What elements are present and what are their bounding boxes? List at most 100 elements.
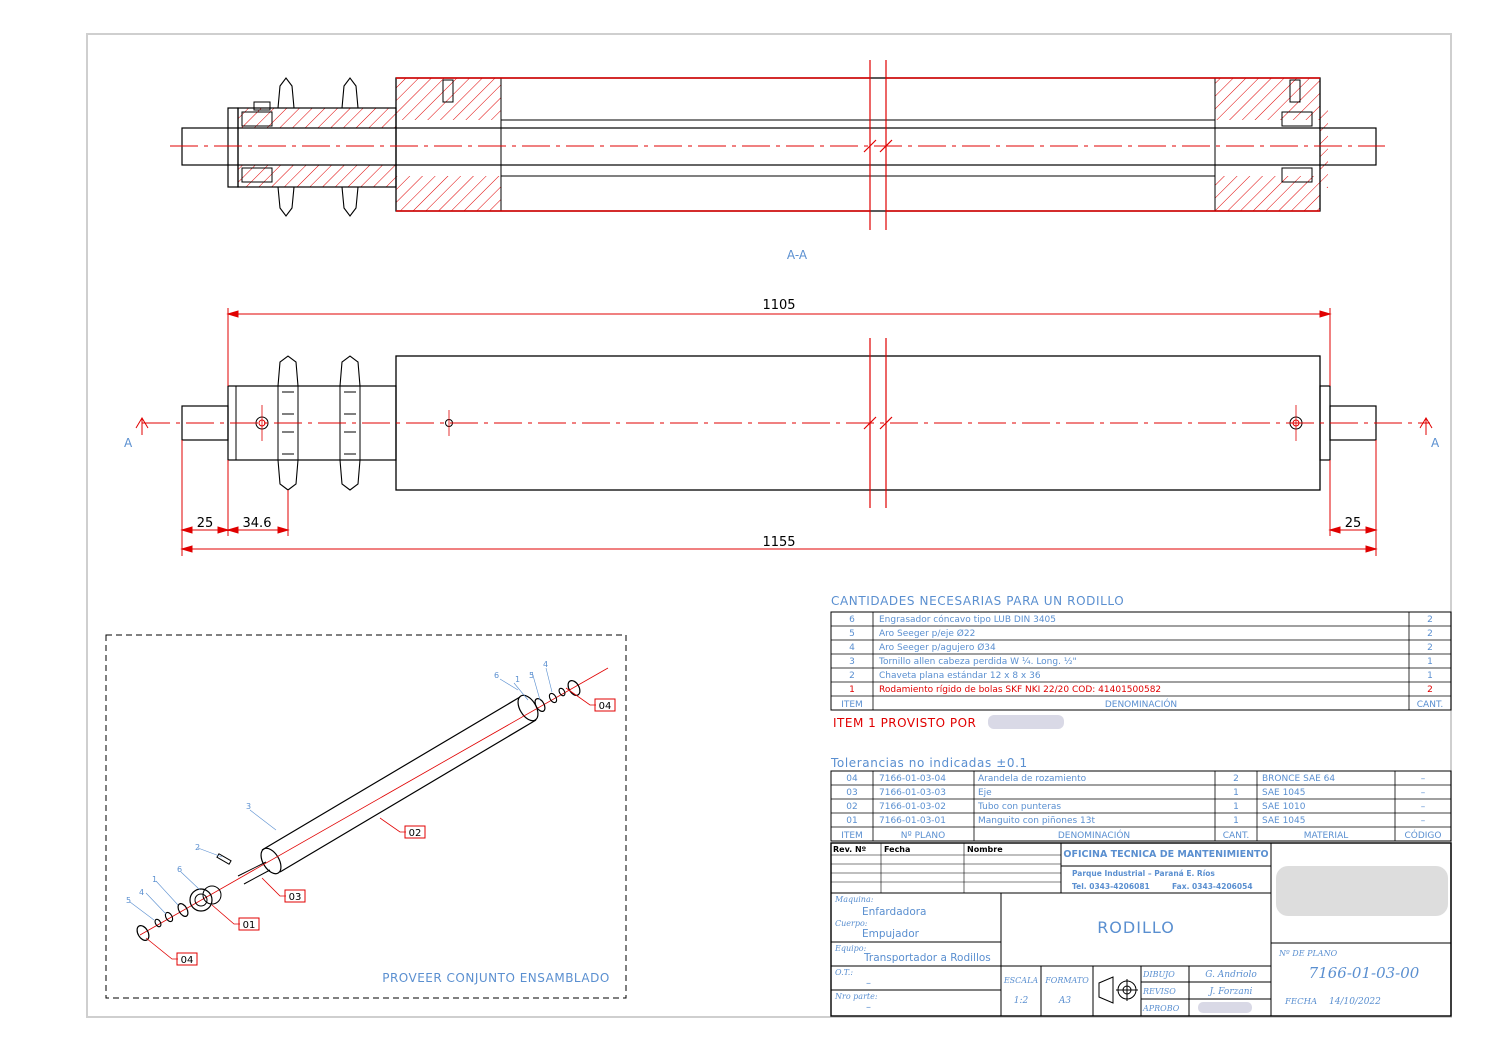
office-name: OFICINA TECNICA DE MANTENIMIENTO: [1063, 849, 1268, 860]
formato-value: A3: [1058, 996, 1071, 1006]
svg-text:04: 04: [599, 701, 612, 712]
svg-text:SAE 1010: SAE 1010: [1262, 802, 1306, 812]
svg-text:Aro Seeger p/eje Ø22: Aro Seeger p/eje Ø22: [879, 628, 975, 639]
svg-text:2: 2: [1233, 774, 1239, 784]
dim-25-right: 25: [1345, 516, 1362, 531]
nro-plano-value: 7166-01-03-00: [1309, 964, 1420, 982]
exploded-view: [129, 667, 609, 960]
svg-text:2: 2: [1427, 615, 1433, 625]
svg-text:Eje: Eje: [978, 788, 992, 798]
exploded-note: PROVEER CONJUNTO ENSAMBLADO: [382, 971, 610, 985]
balloon-04-bottom: 04: [176, 952, 198, 966]
title-block: [830, 842, 1452, 1017]
redacted-aprobo: [1198, 1002, 1252, 1013]
rev-header-fecha: Fecha: [884, 845, 910, 854]
quantities-table: [830, 611, 1452, 711]
svg-text:1: 1: [1427, 671, 1433, 681]
parts-rows: 04 7166-01-03-04 Arandela de rozamiento …: [841, 774, 1441, 841]
balloon-04-top: 04: [594, 698, 616, 712]
rev-header-nombre: Nombre: [967, 845, 1003, 854]
svg-text:CÓDIGO: CÓDIGO: [1404, 829, 1441, 841]
svg-text:2: 2: [195, 843, 200, 852]
svg-text:5: 5: [126, 896, 131, 905]
dim-1105: 1105: [762, 298, 795, 313]
svg-text:04: 04: [846, 774, 858, 784]
office-fax: Fax. 0343-4206054: [1172, 882, 1253, 891]
svg-text:–: –: [1421, 774, 1426, 784]
svg-text:03: 03: [846, 788, 857, 798]
quantities-title: CANTIDADES NECESARIAS PARA UN RODILLO: [831, 594, 1124, 608]
rev-header-rev: Rev. Nº: [833, 845, 867, 854]
parts-title: Tolerancias no indicadas ±0.1: [830, 756, 1028, 770]
drawing-title: RODILLO: [1097, 918, 1175, 937]
svg-text:7166-01-03-02: 7166-01-03-02: [879, 802, 946, 812]
svg-text:4: 4: [543, 660, 548, 669]
redacted-logo: [1276, 866, 1448, 916]
dibujo-label: DIBUJO: [1142, 970, 1175, 979]
svg-text:SAE 1045: SAE 1045: [1262, 816, 1306, 826]
ot-value: –: [866, 978, 871, 989]
svg-text:7166-01-03-03: 7166-01-03-03: [879, 788, 946, 798]
svg-text:Nº PLANO: Nº PLANO: [901, 831, 945, 841]
svg-text:5: 5: [849, 629, 855, 639]
dim-1155: 1155: [762, 535, 795, 550]
svg-text:CANT.: CANT.: [1417, 700, 1443, 710]
aprobo-label: APROBO: [1142, 1004, 1180, 1013]
svg-text:2: 2: [1427, 629, 1433, 639]
svg-text:ITEM: ITEM: [841, 700, 863, 710]
svg-text:Chaveta plana estándar 12 x 8: Chaveta plana estándar 12 x 8 x 36: [879, 671, 1041, 681]
svg-text:5: 5: [529, 671, 534, 680]
parts-table: [830, 770, 1452, 842]
section-marker-right: A: [1431, 436, 1440, 450]
section-label: A-A: [787, 248, 808, 262]
formato-label: FORMATO: [1044, 976, 1089, 985]
office-tel: Tel. 0343-4206081: [1072, 882, 1150, 891]
svg-text:DENOMINACIÓN: DENOMINACIÓN: [1105, 698, 1177, 710]
svg-text:01: 01: [846, 816, 857, 826]
redacted-provider: [988, 715, 1064, 729]
svg-text:Aro Seeger p/agujero Ø34: Aro Seeger p/agujero Ø34: [879, 642, 996, 653]
dimensions: [180, 308, 1378, 556]
dim-34-6: 34.6: [243, 516, 272, 531]
svg-text:–: –: [1421, 802, 1426, 812]
nro-plano-label: Nº DE PLANO: [1278, 949, 1338, 958]
svg-text:2: 2: [1427, 685, 1433, 695]
svg-text:1: 1: [515, 675, 520, 684]
svg-text:1: 1: [1233, 816, 1239, 826]
svg-text:–: –: [1421, 788, 1426, 798]
svg-text:7166-01-03-04: 7166-01-03-04: [879, 774, 946, 784]
section-view: [170, 60, 1385, 230]
svg-text:Tornillo allen cabeza perdida: Tornillo allen cabeza perdida W ¼. Long.…: [878, 657, 1077, 667]
balloon-03: 03: [284, 889, 306, 903]
svg-text:4: 4: [139, 888, 144, 897]
sheet-border: [86, 33, 1452, 1018]
svg-text:2: 2: [849, 671, 855, 681]
svg-text:1: 1: [1233, 788, 1239, 798]
maquina-label: Maquina:: [834, 895, 874, 904]
svg-text:1: 1: [1427, 657, 1433, 667]
reviso-label: REVISO: [1142, 987, 1176, 996]
svg-text:CANT.: CANT.: [1223, 831, 1249, 841]
svg-text:7166-01-03-01: 7166-01-03-01: [879, 816, 946, 826]
svg-text:2: 2: [1427, 643, 1433, 653]
nro-parte-label: Nro parte:: [834, 992, 878, 1001]
projection-symbol: [1098, 976, 1138, 1004]
quantities-note: ITEM 1 PROVISTO POR: [833, 716, 976, 730]
svg-text:6: 6: [849, 615, 855, 625]
svg-text:02: 02: [409, 828, 422, 839]
maquina-value: Enfardadora: [862, 906, 927, 918]
svg-text:01: 01: [243, 920, 256, 931]
nro-parte-value: –: [866, 1002, 871, 1013]
svg-text:DENOMINACIÓN: DENOMINACIÓN: [1058, 829, 1130, 841]
svg-text:03: 03: [289, 892, 302, 903]
escala-label: ESCALA: [1003, 976, 1039, 985]
svg-text:–: –: [1421, 816, 1426, 826]
svg-text:Engrasador cóncavo tipo LUB DI: Engrasador cóncavo tipo LUB DIN 3405: [879, 614, 1056, 625]
svg-text:3: 3: [246, 802, 251, 811]
svg-text:6: 6: [494, 671, 499, 680]
exploded-view-frame: [105, 634, 627, 999]
fecha-label: FECHA: [1284, 997, 1317, 1007]
svg-text:Manguito con piñones 13t: Manguito con piñones 13t: [978, 816, 1095, 826]
section-marker-left: A: [124, 436, 133, 450]
